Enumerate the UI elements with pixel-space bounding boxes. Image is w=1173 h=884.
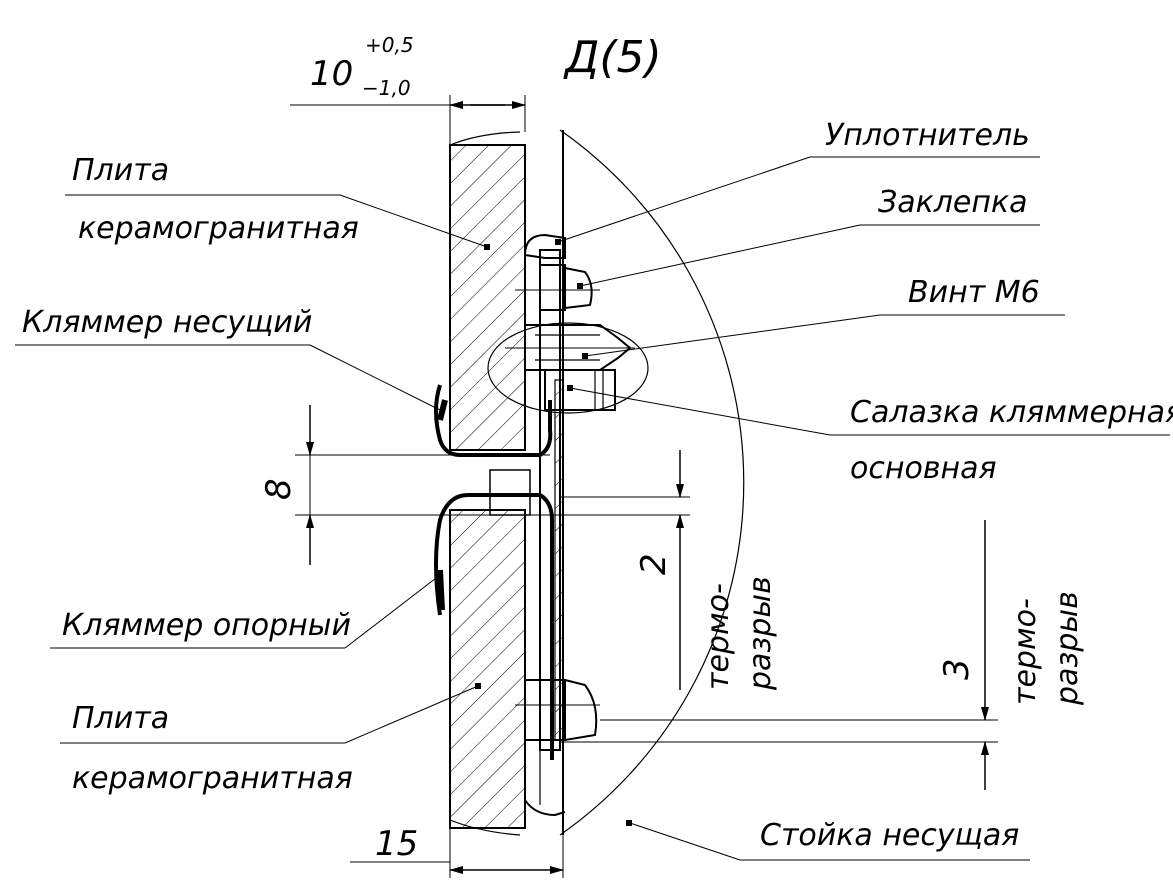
dim-top-tol-upper: +0,5	[365, 33, 414, 57]
ceramic-plate-bottom	[449, 509, 526, 829]
callout-slide-line2: основная	[850, 451, 997, 486]
callout-plate-top-line2: керамогранитная	[78, 211, 359, 246]
thermal-break-1-line2: разрыв	[743, 576, 778, 691]
clip-carrier	[434, 384, 553, 457]
callout-rivet: Заклепка	[878, 185, 1028, 220]
callout-plate-bottom-line1: Плита	[72, 701, 169, 736]
dim-gap-2: 2	[634, 553, 674, 575]
dim-gap-3: 3	[937, 658, 977, 680]
rivet-top-head	[564, 266, 593, 310]
thermal-break-2-line1: термо-	[1008, 598, 1043, 705]
callout-slide-line1: Салазка кляммерная	[850, 395, 1173, 430]
callout-plate-bottom-line2: керамогранитная	[72, 761, 353, 796]
ceramic-plate-top	[449, 144, 526, 451]
callout-clip-carrier: Кляммер несущий	[22, 305, 312, 340]
screw-highlight-ellipse	[487, 322, 649, 414]
callout-seal: Уплотнитель	[825, 118, 1030, 153]
dim-top-tol-lower: −1,0	[362, 76, 411, 100]
callout-plate-top-line1: Плита	[72, 153, 169, 188]
slide-rail-hatch	[554, 379, 564, 741]
dim-gap-8: 8	[259, 478, 299, 500]
callout-clip-support: Кляммер опорный	[62, 608, 351, 643]
detail-title: Д(5)	[563, 32, 662, 83]
dim-bottom-width: 15	[375, 824, 418, 864]
clip-support	[434, 493, 554, 760]
rivet-bottom-head	[564, 678, 598, 742]
callout-screw: Винт М6	[908, 275, 1040, 310]
seal-shape	[523, 233, 566, 259]
thermal-break-2-line2: разрыв	[1050, 591, 1085, 706]
callout-post: Стойка несущая	[760, 818, 1019, 853]
thermal-break-1-line1: термо-	[701, 583, 736, 690]
dim-top-width: 10	[310, 54, 353, 94]
rivet-top-body	[539, 264, 566, 311]
